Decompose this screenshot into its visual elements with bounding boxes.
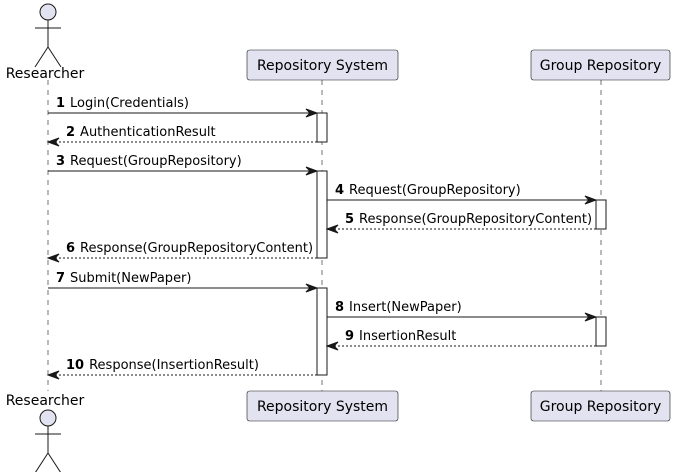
message-text: Submit(NewPaper) <box>70 271 191 286</box>
arrowhead-icon <box>584 195 598 205</box>
message-label: 10 Response(InsertionResult) <box>66 358 259 373</box>
message-label: 4 Request(GroupRepository) <box>335 183 521 198</box>
message-10: 10 Response(InsertionResult) <box>46 358 317 380</box>
message-5: 5 Response(GroupRepositoryContent) <box>325 212 596 234</box>
actor-label-bottom: Researcher <box>6 393 85 409</box>
activation-bar-repo-3 <box>316 287 328 376</box>
message-number: 4 <box>335 183 344 198</box>
arrowhead-icon <box>46 253 60 263</box>
activation-bar-group-2 <box>595 316 607 347</box>
actor-label-top: Researcher <box>6 66 85 82</box>
message-text: Login(Credentials) <box>70 96 189 111</box>
message-label: 8 Insert(NewPaper) <box>335 300 462 315</box>
message-number: 6 <box>66 241 75 256</box>
message-4: 4 Request(GroupRepository) <box>327 183 598 205</box>
message-3: 3 Request(GroupRepository) <box>48 154 319 176</box>
message-1: 1 Login(Credentials) <box>48 96 319 118</box>
message-7: 7 Submit(NewPaper) <box>48 271 319 293</box>
message-number: 8 <box>335 300 344 315</box>
participant-box-group-bottom <box>530 390 671 422</box>
message-number: 10 <box>66 358 84 373</box>
participant-box-repo-top <box>246 49 399 81</box>
message-text: Response(GroupRepositoryContent) <box>80 241 313 256</box>
message-8: 8 Insert(NewPaper) <box>327 300 598 322</box>
message-label: 1 Login(Credentials) <box>56 96 189 111</box>
message-number: 3 <box>56 154 65 169</box>
message-number: 1 <box>56 96 65 111</box>
message-label: 2 AuthenticationResult <box>66 125 216 140</box>
arrowhead-icon <box>305 283 319 293</box>
message-2: 2 AuthenticationResult <box>46 125 317 147</box>
activation-bars <box>316 112 607 376</box>
participant-label-repo-top: Repository System <box>257 58 388 74</box>
arrowhead-icon <box>325 341 339 351</box>
message-label: 5 Response(GroupRepositoryContent) <box>345 212 592 227</box>
arrowhead-icon <box>305 108 319 118</box>
message-number: 5 <box>345 212 354 227</box>
participant-label-repo-bottom: Repository System <box>257 399 388 415</box>
message-label: 7 Submit(NewPaper) <box>56 271 191 286</box>
message-6: 6 Response(GroupRepositoryContent) <box>46 241 317 263</box>
message-text: InsertionResult <box>359 329 456 344</box>
message-text: AuthenticationResult <box>80 125 216 140</box>
participant-box-group-top <box>530 49 671 81</box>
actor-figure-icon <box>34 3 62 68</box>
arrowhead-icon <box>305 166 319 176</box>
arrowhead-icon <box>46 137 60 147</box>
activation-bar-group-1 <box>595 199 607 230</box>
arrowhead-icon <box>584 312 598 322</box>
message-text: Response(GroupRepositoryContent) <box>359 212 592 227</box>
message-number: 9 <box>345 329 354 344</box>
message-text: Request(GroupRepository) <box>70 154 242 169</box>
message-9: 9 InsertionResult <box>325 329 596 351</box>
arrowhead-icon <box>46 370 60 380</box>
message-label: 3 Request(GroupRepository) <box>56 154 242 169</box>
message-number: 2 <box>66 125 75 140</box>
activation-bar-repo-2 <box>316 170 328 259</box>
participant-label-group-bottom: Group Repository <box>540 399 662 415</box>
participant-label-group-top: Group Repository <box>540 58 662 74</box>
message-label: 9 InsertionResult <box>345 329 456 344</box>
message-text: Insert(NewPaper) <box>349 300 462 315</box>
arrowhead-icon <box>325 224 339 234</box>
participant-box-repo-bottom <box>246 390 399 422</box>
activation-bar-repo-1 <box>316 112 328 143</box>
message-number: 7 <box>56 271 65 286</box>
message-text: Response(InsertionResult) <box>89 358 259 373</box>
message-text: Request(GroupRepository) <box>349 183 521 198</box>
actor-figure-icon <box>35 409 61 472</box>
message-label: 6 Response(GroupRepositoryContent) <box>66 241 313 256</box>
messages: 1 Login(Credentials) 2 AuthenticationResult… <box>46 96 598 380</box>
